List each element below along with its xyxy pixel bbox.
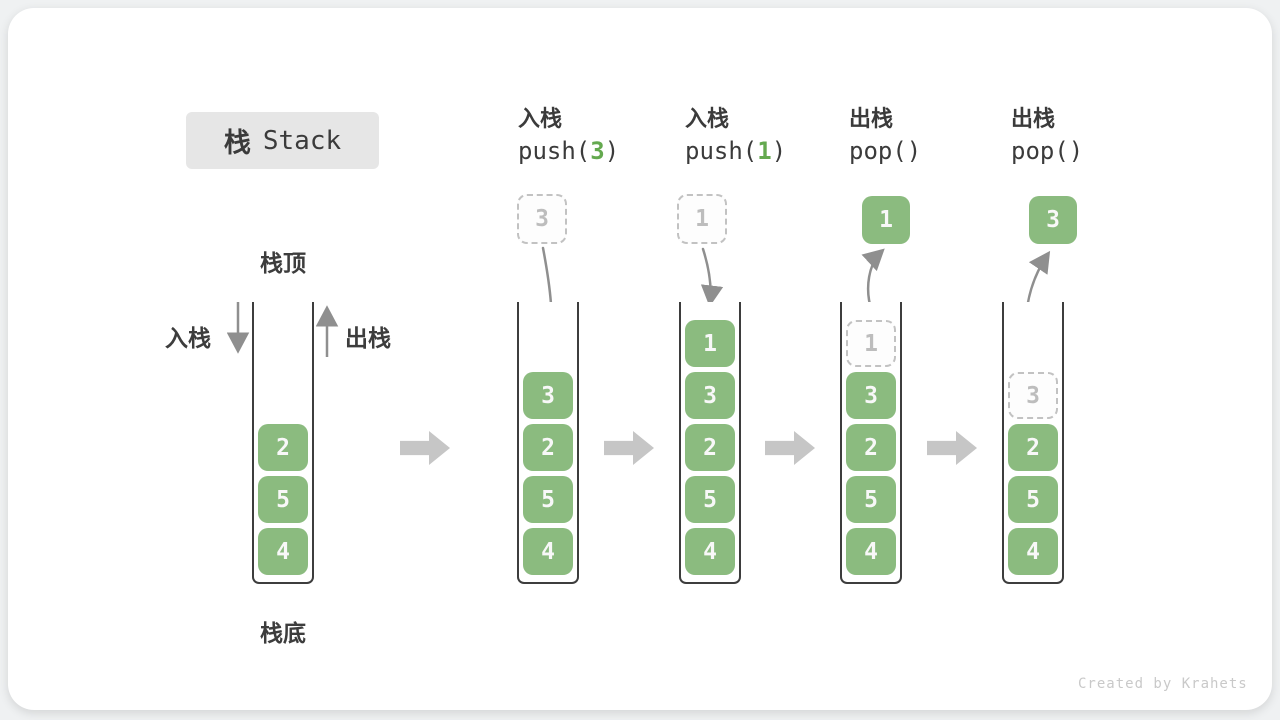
op-pop-2-zh: 出栈 [1011,106,1056,131]
title-box: 栈 Stack [186,112,379,169]
stack-element: 5 [523,476,573,523]
stack-element: 3 [523,372,573,419]
incoming-element: 1 [677,194,727,244]
stack-element: 2 [523,424,573,471]
code-arg: 3 [590,137,605,165]
stack-element: 4 [685,528,735,575]
code-pre: push( [518,137,591,165]
stack-element: 4 [523,528,573,575]
stack-element: 4 [1008,528,1058,575]
stack-element: 5 [685,476,735,523]
stack-element: 5 [258,476,308,523]
op-pop-1-zh: 出栈 [849,106,894,131]
stack-element: 5 [846,476,896,523]
label-stack-top: 栈顶 [260,250,306,276]
code-pre: push( [685,137,758,165]
stack-element: 4 [258,528,308,575]
op-pop-1: 出栈 pop() [849,104,921,168]
label-pop-side: 出栈 [345,325,391,351]
ghost-element: 3 [1008,372,1058,419]
stack-element: 2 [685,424,735,471]
code-arg: 1 [757,137,772,165]
stack-element: 4 [846,528,896,575]
stack-element: 5 [1008,476,1058,523]
popped-element: 3 [1029,196,1077,244]
stack-element: 2 [258,424,308,471]
stack-element: 2 [1008,424,1058,471]
op-push-1: 入栈 push(1) [685,104,786,168]
title-zh: 栈 [223,128,251,158]
op-push-3: 入栈 push(3) [518,104,619,168]
stack-element: 2 [846,424,896,471]
watermark: Created by Krahets [1078,676,1248,692]
stack-element: 3 [685,372,735,419]
op-pop-1-code: pop() [849,134,921,168]
label-push-side: 入栈 [165,325,211,351]
code-post: ) [771,137,787,165]
popped-element: 1 [862,196,910,244]
op-pop-2: 出栈 pop() [1011,104,1083,168]
op-push-3-zh: 入栈 [518,106,563,131]
code-pre: pop() [849,137,922,165]
incoming-element: 3 [517,194,567,244]
op-push-1-zh: 入栈 [685,106,730,131]
label-stack-bottom: 栈底 [260,620,306,646]
op-pop-2-code: pop() [1011,134,1083,168]
op-push-1-code: push(1) [685,134,786,168]
op-push-3-code: push(3) [518,134,619,168]
stack-element: 1 [685,320,735,367]
stack-element: 3 [846,372,896,419]
title-en: Stack [262,125,342,156]
ghost-element: 1 [846,320,896,367]
code-post: ) [604,137,620,165]
code-pre: pop() [1011,137,1084,165]
